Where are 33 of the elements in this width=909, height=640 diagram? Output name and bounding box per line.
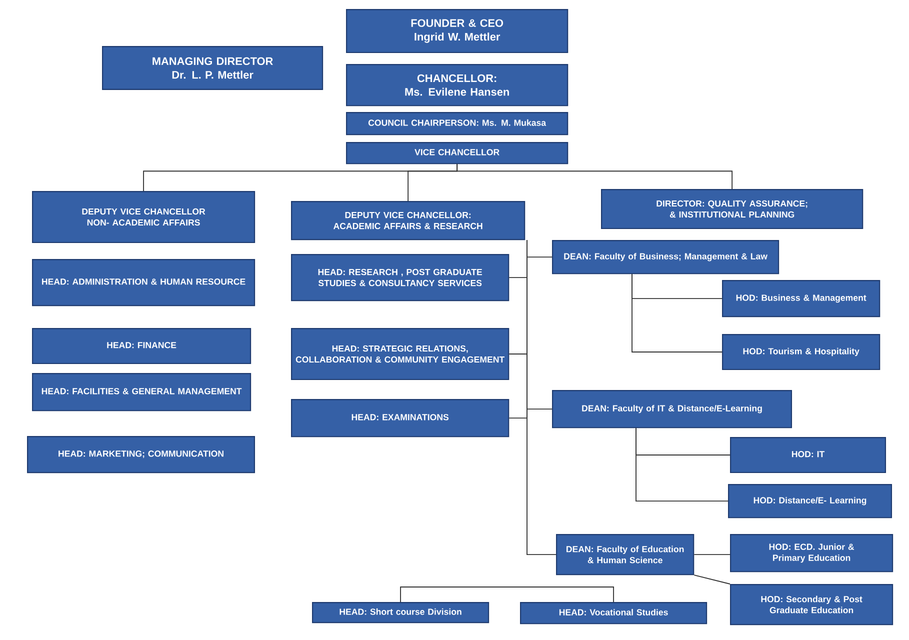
connector-line bbox=[636, 428, 728, 502]
org-box: HEAD: ADMINISTRATION & HUMAN RESOURCE bbox=[32, 259, 256, 306]
org-box: HOD: ECD. Junior & Primary Education bbox=[730, 534, 894, 572]
org-box: HOD: Business & Management bbox=[722, 280, 880, 318]
connector-line bbox=[694, 554, 730, 555]
connector-line bbox=[526, 240, 556, 555]
org-box: DEPUTY VICE CHANCELLOR NON- ACADEMIC AFFAIRS bbox=[32, 191, 256, 243]
org-box: DIRECTOR: QUALITY ASSURANCE; & INSTITUTIONAL PLANNING bbox=[601, 189, 864, 229]
org-box: FOUNDER & CEO Ingrid W. Mettler bbox=[346, 9, 568, 53]
org-box: HEAD: FINANCE bbox=[32, 328, 252, 364]
org-box: HOD: Secondary & Post Graduate Education bbox=[730, 584, 894, 626]
org-box: HOD: IT bbox=[730, 437, 886, 473]
org-box: HOD: Distance/E- Learning bbox=[728, 484, 892, 518]
connector-line bbox=[456, 164, 733, 190]
org-box: HOD: Tourism & Hospitality bbox=[722, 334, 880, 370]
connector-line bbox=[400, 586, 614, 602]
org-box: HEAD: STRATEGIC RELATIONS, COLLABORATION & COMMUNITY ENGAGEMENT bbox=[291, 328, 510, 380]
connector-line bbox=[694, 574, 730, 584]
org-box: HEAD: Vocational Studies bbox=[520, 602, 708, 624]
org-box: DEAN: Faculty of Business; Management & Law bbox=[552, 240, 780, 274]
org-box: VICE CHANCELLOR bbox=[346, 142, 568, 164]
org-box: HEAD: Short course Division bbox=[312, 602, 490, 624]
org-box: DEAN: Faculty of Education & Human Science bbox=[556, 534, 694, 576]
org-box: HEAD: RESEARCH , POST GRADUATE STUDIES & CONSULTANCY SERVICES bbox=[291, 254, 510, 302]
org-box: CHANCELLOR: Ms. Evilene Hansen bbox=[346, 64, 568, 106]
org-box: MANAGING DIRECTOR Dr. L. P. Mettler bbox=[102, 46, 324, 90]
org-box: DEAN: Faculty of IT & Distance/E-Learning bbox=[552, 390, 792, 428]
org-box: HEAD: EXAMINATIONS bbox=[291, 399, 510, 438]
connector-line bbox=[632, 274, 722, 352]
org-box: HEAD: FACILITIES & GENERAL MANAGEMENT bbox=[32, 373, 252, 412]
org-box: HEAD: MARKETING; COMMUNICATION bbox=[27, 436, 255, 474]
org-box: COUNCIL CHAIRPERSON: Ms. M. Mukasa bbox=[346, 112, 568, 136]
org-box: DEPUTY VICE CHANCELLOR: ACADEMIC AFFAIRS & RESEARCH bbox=[291, 201, 526, 240]
